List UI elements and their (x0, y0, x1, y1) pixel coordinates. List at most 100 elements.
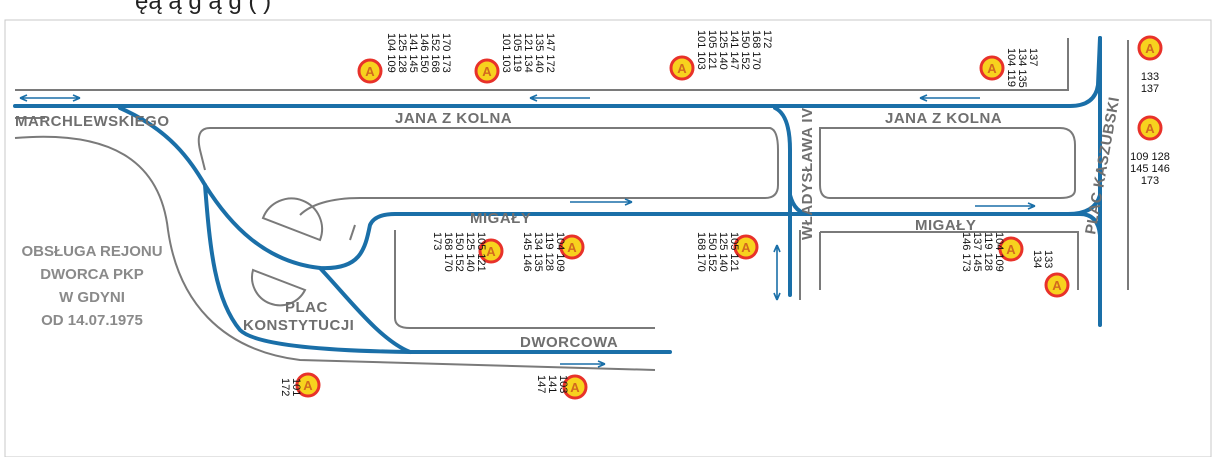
clipped-header-text: ęą ą g ą g ( ) (135, 0, 272, 15)
direction-arrows (19, 94, 1036, 368)
route-wladyslawa (773, 106, 792, 297)
street-plac-kaszubski: PLAC KASZUBSKI (1082, 95, 1123, 235)
bus-line-numbers: 104 109 (554, 232, 566, 272)
bus-line-numbers: 168 170 (442, 232, 454, 272)
bus-line-numbers: 172 (279, 378, 291, 396)
bus-stop-icon (998, 236, 1024, 262)
bus-stop-icon (979, 55, 1005, 81)
bus-line-numbers: 119 128 (543, 232, 555, 271)
bus-line-numbers: 135 140 (533, 33, 545, 73)
bus-line-numbers: 146 150 (418, 33, 430, 73)
bus-stop-icon (1044, 272, 1070, 298)
bus-line-numbers: 105 121 (706, 30, 718, 70)
bus-line-numbers: 125 140 (464, 232, 476, 272)
bus-line-numbers: 173 (431, 232, 443, 250)
bus-stop-letter: A (1052, 278, 1062, 293)
bus-stop-icon (733, 234, 759, 260)
bus-line-numbers: 101 103 (695, 30, 707, 70)
bus-stop-letter: A (303, 378, 313, 393)
bus-stop-letter: A (570, 380, 580, 395)
bus-stop-letter: A (677, 61, 687, 76)
bus-line-numbers: 147 172 (544, 33, 556, 73)
bus-line-numbers: 150 152 (453, 232, 465, 272)
route-kaszubski-link (1066, 193, 1102, 216)
bus-stop-letter: A (567, 240, 577, 255)
bus-line-numbers: 137 (1027, 48, 1039, 66)
street-jana-z-kolna-east: JANA Z KOLNA (885, 110, 1002, 127)
bus-line-numbers: 168 170 (750, 30, 762, 70)
bus-line-numbers: 134 (1031, 250, 1043, 268)
bus-stop-icon (474, 58, 500, 84)
bus-stop-icon (559, 234, 585, 260)
street-wladyslawa: WŁADYSŁAWA IV (799, 107, 816, 240)
bus-stop-letter: A (486, 244, 496, 259)
bus-stop-icon (669, 55, 695, 81)
bus-line-numbers: 172 (761, 30, 773, 48)
bus-line-numbers: 152 168 (429, 33, 441, 73)
bus-line-numbers: 147 (535, 375, 547, 393)
bus-stop-icon (357, 58, 383, 84)
bus-stop-letter: A (1006, 242, 1016, 257)
bus-stop-letter: A (1145, 121, 1155, 136)
bus-stop-letter: A (482, 64, 492, 79)
bus-line-numbers: 109 128 (1130, 151, 1170, 163)
route-dworcowa (203, 183, 672, 354)
plac-konstytucji-line1: PLAC (285, 299, 328, 316)
bus-line-numbers: 104 109 (385, 33, 397, 73)
bus-line-numbers: 104 109 (993, 232, 1005, 272)
clipped-header: ęą ą g ą g ( ) (0, 0, 1216, 20)
street-dworcowa: DWORCOWA (520, 334, 618, 351)
bus-line-numbers: 133 (1141, 71, 1159, 83)
bus-stop-icon (295, 372, 321, 398)
route-jana-z-kolna (13, 36, 1102, 108)
bus-line-numbers: 168 170 (695, 232, 707, 272)
bus-stop-letter: A (365, 64, 375, 79)
street-labels: MARCHLEWSKIEGO JANA Z KOLNA JANA Z KOLNA… (15, 95, 1123, 351)
street-marchlewskiego: MARCHLEWSKIEGO (15, 113, 170, 130)
bus-line-numbers: 145 146 (521, 232, 533, 272)
bus-line-numbers: 121 134 (522, 33, 534, 73)
bus-line-numbers: 133 (1042, 250, 1054, 268)
bus-line-numbers: 150 152 (706, 232, 718, 272)
bus-line-numbers: 101 (290, 378, 302, 396)
bus-line-numbers: 119 128 (982, 232, 994, 271)
bus-stop-icon (478, 238, 504, 264)
bus-line-numbers: 103 (557, 375, 569, 393)
bus-stop-letter: A (987, 61, 997, 76)
bus-line-numbers: 105 119 (511, 33, 523, 72)
info-line-4: OD 14.07.1975 (41, 312, 143, 329)
road-outlines (14, 38, 1129, 371)
bus-line-numbers: 105 121 (475, 232, 487, 272)
street-migaly-west: MIGAŁY (470, 210, 531, 227)
plac-konstytucji-line2: KONSTYTUCJI (243, 317, 354, 334)
bus-line-numbers: 141 147 (728, 30, 740, 70)
street-jana-z-kolna-west: JANA Z KOLNA (395, 110, 512, 127)
info-line-2: DWORCA PKP (40, 266, 144, 283)
bus-line-numbers: 141 (546, 375, 558, 393)
info-line-3: W GDYNI (59, 289, 125, 306)
bus-line-numbers: 137 145 (971, 232, 983, 272)
bus-line-numbers: 150 152 (739, 30, 751, 70)
route-marchlewskiego (118, 106, 1102, 271)
bus-stop-letter: A (1145, 41, 1155, 56)
bus-stop-icon (1137, 35, 1163, 61)
bus-line-numbers: 134 135 (532, 232, 544, 272)
route-konstytucji-link (318, 266, 412, 354)
route-wladyslawa-link (788, 193, 812, 216)
bus-line-numbers: 173 (1141, 175, 1159, 187)
bus-line-numbers: 145 146 (1130, 163, 1170, 175)
